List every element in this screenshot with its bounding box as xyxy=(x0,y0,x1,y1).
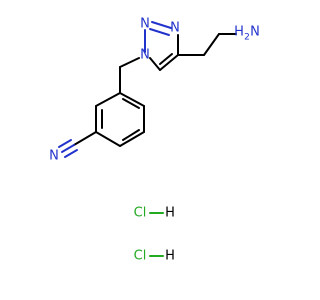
hcl-salt-2: Cl H xyxy=(134,249,175,264)
nitrile-c-bond xyxy=(73,131,97,146)
benzene-bond xyxy=(95,131,121,147)
benzene-double-bond xyxy=(122,129,140,141)
nitrile-triple-bond xyxy=(64,149,78,158)
triazole-ring xyxy=(144,21,179,71)
triazole-bond xyxy=(149,57,161,71)
benzene-ring xyxy=(95,92,145,147)
benzene-double-bond xyxy=(122,98,140,109)
hydrogen-label: H xyxy=(165,206,175,221)
benzene-bond xyxy=(119,92,145,107)
amine-h-label: H xyxy=(234,25,244,40)
nitrile-n-label: N xyxy=(49,149,59,164)
atom-n1-label: N xyxy=(140,48,150,63)
atom-n2-label: N xyxy=(140,17,150,32)
nitrile-triple-bond xyxy=(58,139,72,148)
hcl-salt-1: Cl H xyxy=(134,206,175,221)
nitrile-triple-bond xyxy=(61,144,75,153)
ethyl-bond xyxy=(203,33,220,56)
benzene-bond xyxy=(119,131,145,147)
chlorine-label: Cl xyxy=(134,249,147,264)
triazole-double-bond xyxy=(151,21,172,29)
chlorine-label: Cl xyxy=(134,206,147,221)
methylene-n-bond xyxy=(119,57,140,68)
hydrogen-label: H xyxy=(165,249,175,264)
atom-n3-label: N xyxy=(170,21,180,36)
triazole-double-bond xyxy=(159,53,173,65)
triazole-double-bond xyxy=(149,28,170,36)
amine-n-label: N xyxy=(250,25,260,40)
triazole-bond xyxy=(159,54,179,71)
chemical-structure-diagram: N N N H 2 N N Cl H Cl H xyxy=(49,17,260,264)
benzene-bond xyxy=(95,92,121,107)
amine-h-subscript: 2 xyxy=(244,33,250,43)
